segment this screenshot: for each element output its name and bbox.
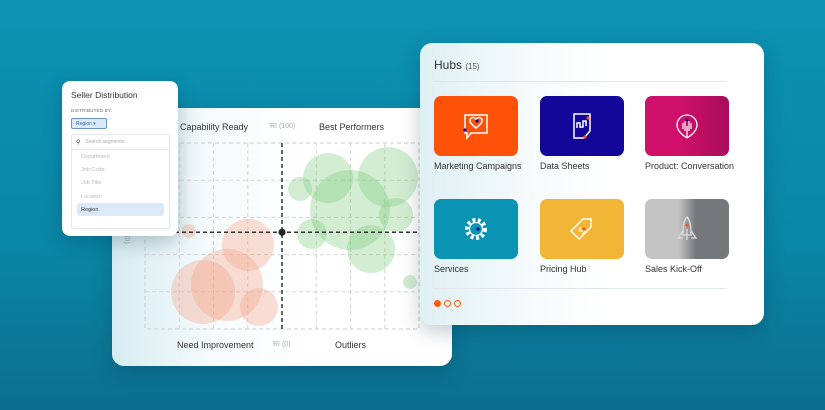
hubs-card: Hubs (15) Marketing Campaigns Data Sheets…: [420, 43, 764, 325]
quadrant-label-need-improvement: Need Improvement: [177, 340, 254, 350]
bubble-high: [303, 152, 354, 203]
segment-option[interactable]: Department: [81, 153, 110, 160]
divider: [434, 81, 727, 82]
search-icon: ⚲: [76, 140, 81, 146]
pagination-dot-active[interactable]: [434, 300, 441, 307]
rocket-icon: [676, 216, 698, 240]
bubble-low: [171, 259, 236, 324]
hub-tile-label[interactable]: Product: Conversation: [645, 161, 735, 171]
bubble-high: [296, 218, 327, 249]
segment-option-selected[interactable]: Region: [77, 203, 164, 217]
svg-text:$: $: [576, 225, 588, 237]
hub-tile-0[interactable]: [434, 96, 518, 156]
pagination-dot[interactable]: [444, 300, 451, 307]
ri-min-label: RI (0): [273, 341, 291, 348]
quadrant-label-outliers: Outliers: [335, 340, 367, 350]
hubs-heading: Hubs (15): [434, 58, 480, 72]
gear-icon: [465, 218, 487, 240]
price-tag-icon: $: [569, 218, 592, 241]
seller-distribution-panel: Seller Distribution DISTRIBUTED BY: Regi…: [62, 81, 178, 236]
segment-list: ⚲Search segments Department Job Code Job…: [71, 134, 170, 229]
quadrant-label-best-performers: Best Performers: [319, 122, 385, 132]
segment-option[interactable]: Job Title: [81, 180, 102, 187]
bubble-low: [239, 288, 278, 327]
hub-tile-2[interactable]: [645, 96, 729, 156]
hub-tile-4[interactable]: $: [540, 199, 624, 259]
distributed-by-label: DISTRIBUTED BY:: [71, 108, 113, 113]
heart-chat-icon: [463, 114, 488, 141]
bubble-high: [358, 147, 419, 208]
hub-tile-3[interactable]: [434, 199, 518, 259]
hub-tile-5[interactable]: [645, 199, 729, 259]
hub-tile-label[interactable]: Pricing Hub: [540, 264, 587, 274]
chevron-down-icon: ▾: [93, 121, 96, 127]
search-input[interactable]: ⚲Search segments: [72, 135, 169, 150]
panel-title: Seller Distribution: [71, 90, 138, 100]
ri-max-label: RI (100): [270, 123, 296, 130]
divider: [434, 288, 727, 289]
bubble-high: [378, 197, 413, 232]
hub-tile-label[interactable]: Data Sheets: [540, 161, 590, 171]
segment-dropdown[interactable]: Region ▾: [71, 118, 107, 129]
audio-pin-icon: [676, 114, 698, 139]
segment-option[interactable]: Location: [81, 193, 102, 200]
center-point: [278, 228, 286, 236]
hubs-count: (15): [465, 62, 480, 71]
hub-tile-label[interactable]: Services: [434, 264, 469, 274]
document-chart-icon: [573, 113, 591, 139]
bubble-high: [402, 274, 417, 289]
hub-tile-label[interactable]: Marketing Campaigns: [434, 161, 522, 171]
bubble-high: [347, 225, 396, 274]
hub-tile-1[interactable]: [540, 96, 624, 156]
bubble-low: [181, 223, 196, 238]
segment-option[interactable]: Job Code: [81, 166, 105, 173]
hub-tile-label[interactable]: Sales Kick-Off: [645, 264, 702, 274]
pagination-dot[interactable]: [454, 300, 461, 307]
bubble-low: [190, 248, 263, 321]
bubble-high: [309, 169, 390, 250]
bubble-high: [288, 176, 313, 201]
quadrant-label-capability-ready: Capability Ready: [180, 122, 249, 132]
